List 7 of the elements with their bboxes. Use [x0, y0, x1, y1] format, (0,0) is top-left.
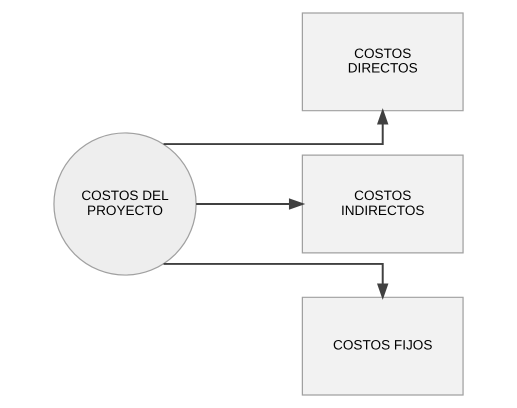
arrow — [196, 198, 306, 210]
arrow — [164, 108, 388, 146]
node-box: COSTOS DIRECTOS — [302, 12, 464, 112]
node-circle: COSTOS DEL PROYECTO — [53, 132, 197, 276]
arrow — [164, 262, 388, 300]
node-box: COSTOS FIJOS — [302, 296, 464, 396]
node-box: COSTOS INDIRECTOS — [302, 154, 464, 254]
